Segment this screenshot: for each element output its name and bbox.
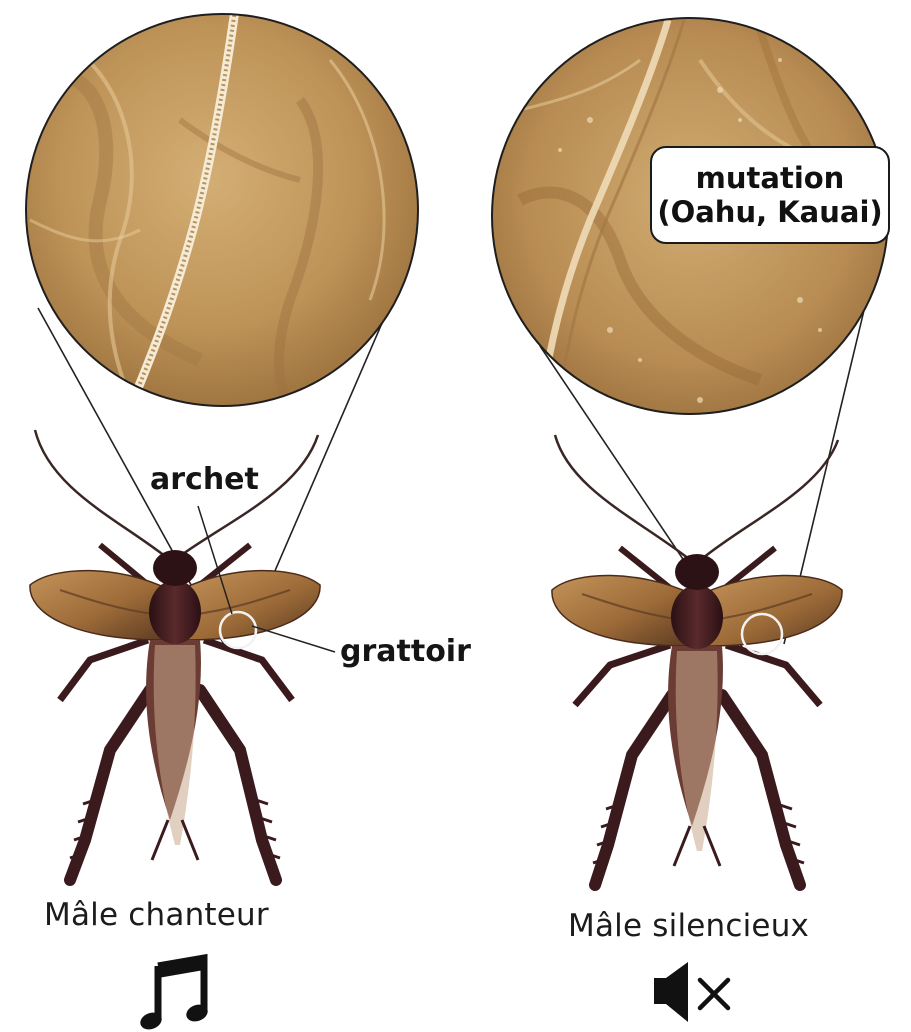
music-note-icon	[138, 958, 210, 1032]
scraper-label: grattoir	[340, 634, 471, 669]
callout-line-2: (Oahu, Kauai)	[657, 195, 882, 229]
caption-singing-male: Mâle chanteur	[44, 897, 269, 933]
cricket-singing-male	[30, 430, 320, 880]
mutation-callout: mutation (Oahu, Kauai)	[650, 146, 890, 244]
callout-line-1: mutation	[696, 161, 845, 195]
cricket-silent-male	[552, 435, 842, 885]
caption-silent-male: Mâle silencieux	[568, 908, 809, 944]
speaker-muted-icon	[654, 962, 728, 1022]
bow-label: archet	[150, 462, 259, 497]
magnifier-left	[20, 10, 440, 648]
scraper-leader-line	[252, 626, 335, 652]
magnifier-right	[480, 10, 900, 650]
